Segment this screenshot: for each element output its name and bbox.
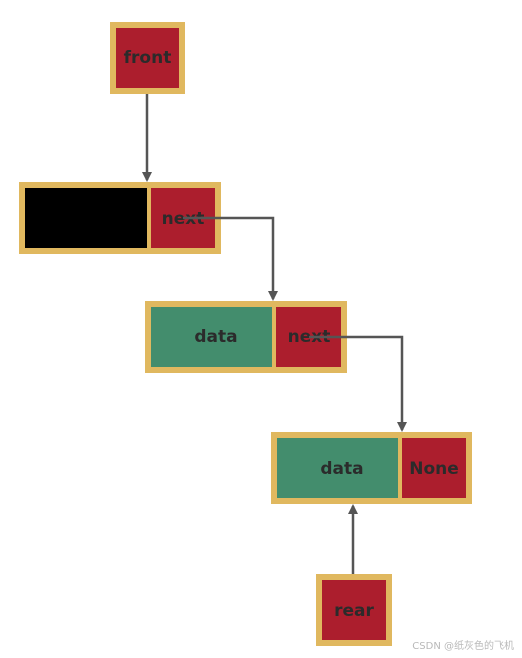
front-pointer-box: front	[110, 22, 185, 94]
front-label: front	[124, 48, 172, 68]
node-1-data-cell	[151, 307, 272, 367]
head-node-data-cell	[25, 188, 147, 248]
node-1: data next	[145, 301, 347, 373]
rear-label: rear	[334, 601, 374, 621]
rear-box-fill	[322, 580, 386, 640]
front-box-fill	[116, 28, 179, 88]
watermark: CSDN @纸灰色的飞机	[412, 641, 514, 652]
node-2: data None	[271, 432, 472, 504]
rear-pointer-box: rear	[316, 574, 392, 646]
head-to-node-1-arrow	[183, 216, 278, 301]
node-2-data-cell	[277, 438, 398, 498]
node-1-data-label: data	[194, 327, 237, 347]
node-2-next-cell	[402, 438, 466, 498]
node-1-to-node-2-arrow	[309, 335, 407, 432]
node-2-data-label: data	[320, 459, 363, 479]
node-2-next-label: None	[409, 459, 459, 479]
